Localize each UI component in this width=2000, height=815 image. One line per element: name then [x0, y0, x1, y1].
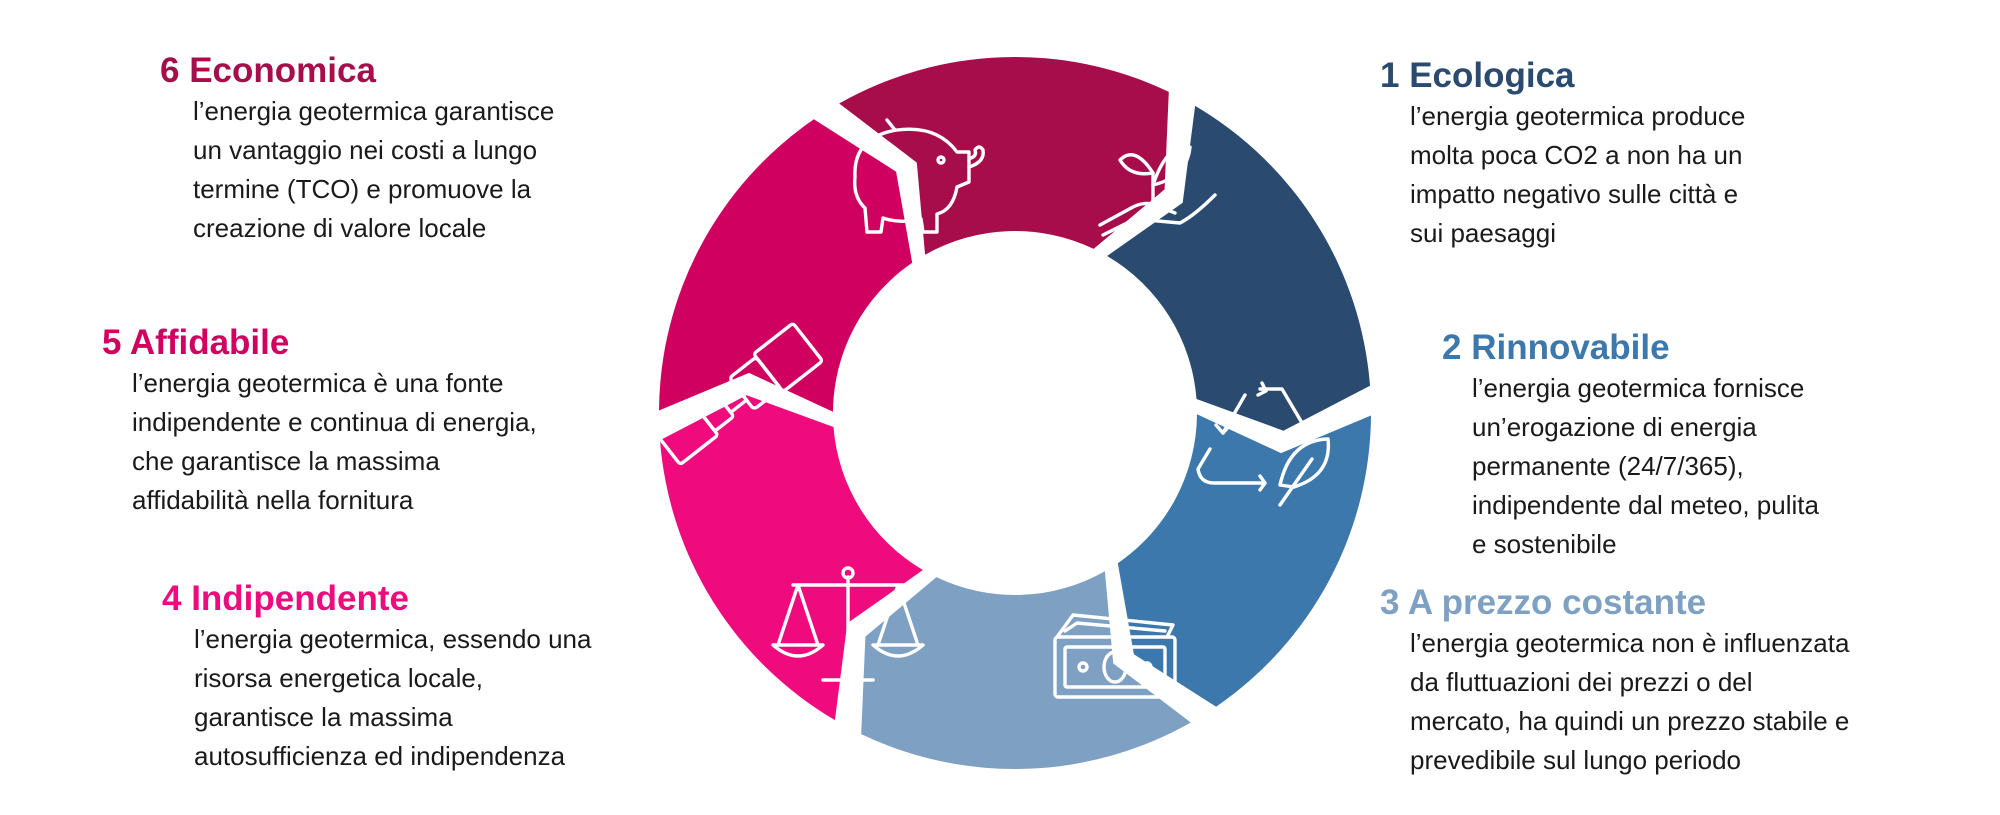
segment-ring-economica	[839, 57, 1169, 255]
description-line: indipendente dal meteo, pulita	[1472, 490, 1819, 520]
segment-indipendente: 4 Indipendente l’energia geotermica, ess…	[162, 578, 591, 776]
description-line: indipendente e continua di energia,	[132, 407, 537, 437]
description-line: l’energia geotermica non è influenzata	[1410, 628, 1850, 658]
description-line: prevedibile sul lungo periodo	[1410, 745, 1742, 775]
segment-rinnovabile: 2 Rinnovabile l’energia geotermica forni…	[1442, 327, 1819, 564]
description-line: che garantisce la massima	[132, 446, 440, 476]
segment-title: 1 Ecologica	[1380, 56, 1575, 95]
description-line: da fluttuazioni dei prezzi o del	[1410, 667, 1753, 697]
description-line: creazione di valore locale	[193, 213, 487, 243]
description-line: un vantaggio nei costi a lungo	[193, 135, 538, 165]
description-line: garantisce la massima	[194, 702, 453, 732]
piggy-bank-icon	[853, 118, 985, 234]
seatbelt-icon	[657, 322, 824, 466]
segment-description: l’energia geotermica produce molta poca …	[1410, 97, 1745, 253]
description-line: sui paesaggi	[1410, 218, 1556, 248]
segment-title: 4 Indipendente	[162, 579, 409, 618]
segment-title: 5 Affidabile	[102, 323, 290, 362]
recycle-leaf-icon	[1196, 381, 1331, 507]
segment-description: l’energia geotermica garantisce un vanta…	[193, 92, 554, 248]
description-line: l’energia geotermica, essendo una	[194, 624, 592, 654]
description-line: l’energia geotermica garantisce	[193, 96, 555, 126]
segment-ring-ecologica	[1107, 105, 1370, 431]
description-line: mercato, ha quindi un prezzo stabile e	[1410, 706, 1850, 736]
description-line: termine (TCO) e promuove la	[193, 174, 532, 204]
segment-title: 3 A prezzo costante	[1380, 583, 1707, 622]
segment-title: 2 Rinnovabile	[1442, 328, 1670, 367]
description-line: l’energia geotermica è una fonte	[132, 368, 504, 398]
segment-description: l’energia geotermica non è influenzata d…	[1410, 624, 1849, 780]
description-line: un’erogazione di energia	[1472, 412, 1757, 442]
description-line: risorsa energetica locale,	[194, 663, 484, 693]
plant-hand-icon	[1098, 145, 1217, 237]
segment-description: l’energia geotermica è una fonte indipen…	[132, 364, 537, 520]
segment-ring-indipendente	[660, 395, 923, 721]
description-line: autosufficienza ed indipendenza	[194, 741, 566, 771]
description-line: affidabilità nella fornitura	[132, 485, 414, 515]
description-line: l’energia geotermica fornisce	[1472, 373, 1805, 403]
description-line: l’energia geotermica produce	[1410, 101, 1746, 131]
segment-description: l’energia geotermica, essendo una risors…	[194, 620, 591, 776]
description-line: permanente (24/7/365),	[1472, 451, 1744, 481]
banknotes-icon	[1053, 613, 1177, 699]
segment-title: 6 Economica	[160, 51, 376, 90]
segment-a-prezzo-costante: 3 A prezzo costante l’energia geotermica…	[1380, 582, 1849, 780]
segment-ring-prezzo-costante	[861, 571, 1191, 769]
segment-ring-affidabile	[659, 119, 913, 412]
description-line: e sostenibile	[1472, 529, 1617, 559]
description-line: impatto negativo sulle città e	[1410, 179, 1739, 209]
scales-icon	[771, 566, 925, 682]
segment-ring-rinnovabile	[1117, 414, 1371, 707]
segment-ecologica: 1 Ecologica l’energia geotermica produce…	[1380, 55, 1745, 253]
description-line: molta poca CO2 a non ha un	[1410, 140, 1743, 170]
segment-affidabile: 5 Affidabile l’energia geotermica è una …	[102, 322, 537, 520]
segment-description: l’energia geotermica fornisce un’erogazi…	[1472, 369, 1819, 564]
segment-economica: 6 Economica l’energia geotermica garanti…	[160, 50, 554, 248]
